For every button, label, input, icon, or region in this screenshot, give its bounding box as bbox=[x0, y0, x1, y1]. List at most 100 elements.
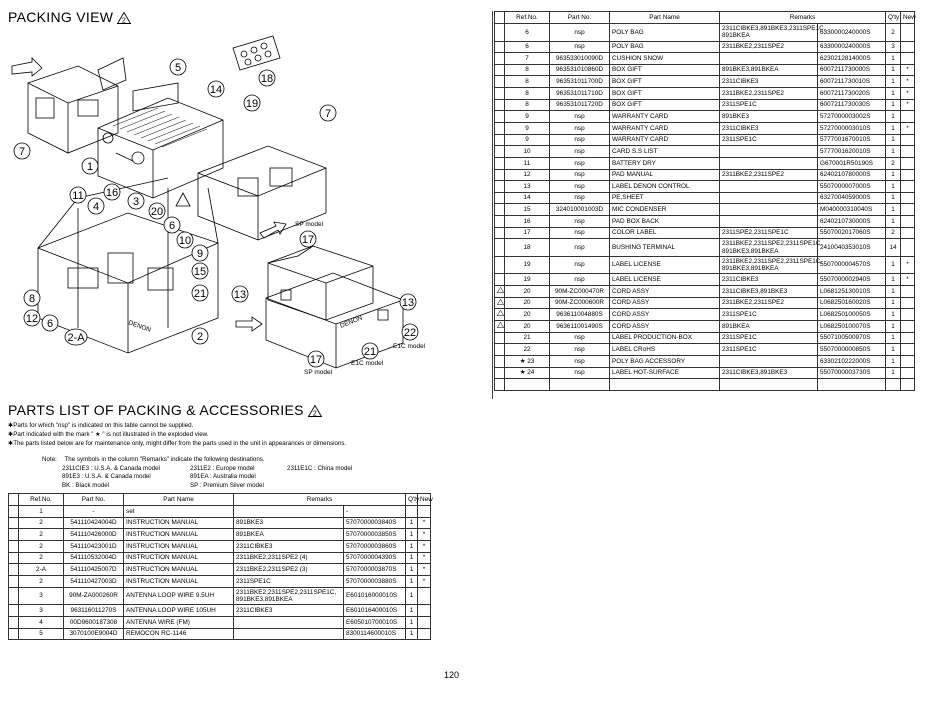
cell-remarks: 2311SPE1C bbox=[719, 98, 818, 112]
cell-code: 6230212814000S bbox=[816, 52, 887, 65]
cell-part: nsp bbox=[549, 273, 610, 287]
col-part-no: Part No. bbox=[549, 11, 610, 24]
arrow-shape-3 bbox=[235, 316, 263, 332]
cell-mark bbox=[8, 551, 19, 565]
cell-qty: 1 bbox=[885, 98, 902, 112]
cell-new bbox=[900, 133, 916, 147]
cell-name: COLOR LABEL bbox=[609, 226, 720, 240]
callout-21r-text: 21 bbox=[364, 346, 376, 358]
cell-mark bbox=[494, 215, 505, 228]
cell-code: L068250160020S bbox=[816, 296, 887, 310]
cell-part: nsp bbox=[549, 121, 610, 135]
cell-ref: 13 bbox=[504, 180, 550, 193]
cell-name: CARD S.S LIST bbox=[609, 145, 720, 158]
callouts: 5 18 14 19 7 7 1 11 16 3 20 4 6 10 9 15 … bbox=[13, 58, 419, 368]
note-text: The symbols in the column "Remarks" indi… bbox=[64, 456, 265, 463]
callout-14: 14 bbox=[207, 80, 225, 98]
cell-ref: 7 bbox=[504, 52, 550, 65]
callout-18: 18 bbox=[258, 69, 276, 87]
cell-remarks: 2311SPE1C bbox=[719, 308, 818, 321]
cell-remarks: 2311CIBKE3 bbox=[233, 540, 344, 553]
cell-qty: 1 bbox=[885, 63, 902, 77]
cell-code: 8300114600010S bbox=[342, 627, 407, 641]
cell-qty: 1 bbox=[885, 273, 902, 287]
cell-ref: ★ 24 bbox=[504, 366, 550, 380]
callout-3-text: 3 bbox=[133, 196, 139, 208]
cell-mark bbox=[494, 168, 505, 182]
cell-new bbox=[900, 319, 916, 333]
cell-mark bbox=[494, 145, 505, 158]
cell-part: nsp bbox=[549, 331, 610, 345]
cell-new bbox=[900, 331, 916, 345]
cell-name: INSTRUCTION MANUAL bbox=[123, 540, 234, 553]
cell-code: E605010700010S bbox=[342, 616, 407, 629]
col-remarks: Remarks bbox=[718, 11, 887, 24]
cell-mark bbox=[8, 604, 19, 617]
cushion-left-drawing bbox=[27, 57, 127, 154]
cell-name: POLY BAG ACCESSORY bbox=[609, 354, 720, 368]
cell-new bbox=[900, 191, 916, 205]
cell-remarks bbox=[719, 156, 818, 170]
col-new: New bbox=[900, 11, 916, 24]
warning-triangle-small bbox=[175, 192, 191, 207]
cell-ref: 6 bbox=[504, 23, 550, 42]
cell-qty bbox=[405, 505, 419, 518]
cell-new: * bbox=[900, 98, 916, 112]
callout-12-text: 12 bbox=[26, 313, 38, 325]
cell-new bbox=[900, 168, 916, 182]
cell-remarks: 891BKE3 bbox=[719, 110, 818, 123]
table-row bbox=[494, 378, 916, 391]
cell-qty: 1 bbox=[405, 627, 419, 641]
cell-part: nsp bbox=[549, 156, 610, 170]
cell-code: 5727000003002S bbox=[816, 110, 887, 123]
cell-qty: 2 bbox=[885, 156, 902, 170]
cell-mark bbox=[8, 616, 19, 629]
cell-ref: 8 bbox=[504, 98, 550, 112]
cell-code: 6330210222000S bbox=[816, 354, 887, 368]
cell-remarks bbox=[719, 191, 818, 205]
cell-remarks: 2311BKE2,2311SPE2 (3) bbox=[233, 563, 344, 577]
cell-qty: 1 bbox=[885, 319, 902, 333]
cell-qty: 1 bbox=[405, 604, 419, 617]
cell-ref: 4 bbox=[18, 616, 64, 629]
cell-code: 5507000007000S bbox=[816, 180, 887, 193]
cell-part: 324010001003D bbox=[549, 203, 610, 217]
cell-code: - bbox=[342, 505, 407, 518]
cell-remarks: 891BKE3,891BKEA bbox=[719, 63, 818, 77]
cell-qty bbox=[885, 378, 902, 391]
cell-ref: 3 bbox=[18, 604, 64, 617]
cell-qty: 1 bbox=[405, 516, 419, 530]
col-ref: Ref.No. bbox=[504, 11, 550, 24]
cell-new: * bbox=[900, 121, 916, 135]
cell-ref: 2 bbox=[18, 575, 64, 588]
callout-2a-text: 2-A bbox=[67, 332, 85, 344]
cell-code: 6007211730000S bbox=[816, 63, 887, 77]
cell-part: 963611001490S bbox=[549, 319, 610, 333]
cell-qty: 1 bbox=[885, 75, 902, 89]
cell-qty: 1 bbox=[885, 203, 902, 217]
cell-part: nsp bbox=[549, 191, 610, 205]
cell-mark bbox=[494, 354, 505, 368]
cell-mark bbox=[494, 63, 505, 77]
cell-mark bbox=[494, 52, 505, 65]
cell-remarks: 2311BKE2,2311SPE2,2311SPE1C, 891BKE3,891… bbox=[719, 255, 822, 275]
star-icon: ★ bbox=[519, 369, 526, 377]
cell-mark bbox=[494, 255, 505, 275]
cell-ref: 2 bbox=[18, 528, 64, 542]
cell-ref: 20 bbox=[504, 319, 550, 333]
arrow-shape bbox=[11, 57, 43, 77]
cell-name: WARRANTY CARD bbox=[609, 110, 720, 123]
cell-name bbox=[609, 378, 720, 391]
cell-code: 6007211730010S bbox=[816, 75, 887, 89]
note-label: Note: bbox=[42, 456, 57, 463]
